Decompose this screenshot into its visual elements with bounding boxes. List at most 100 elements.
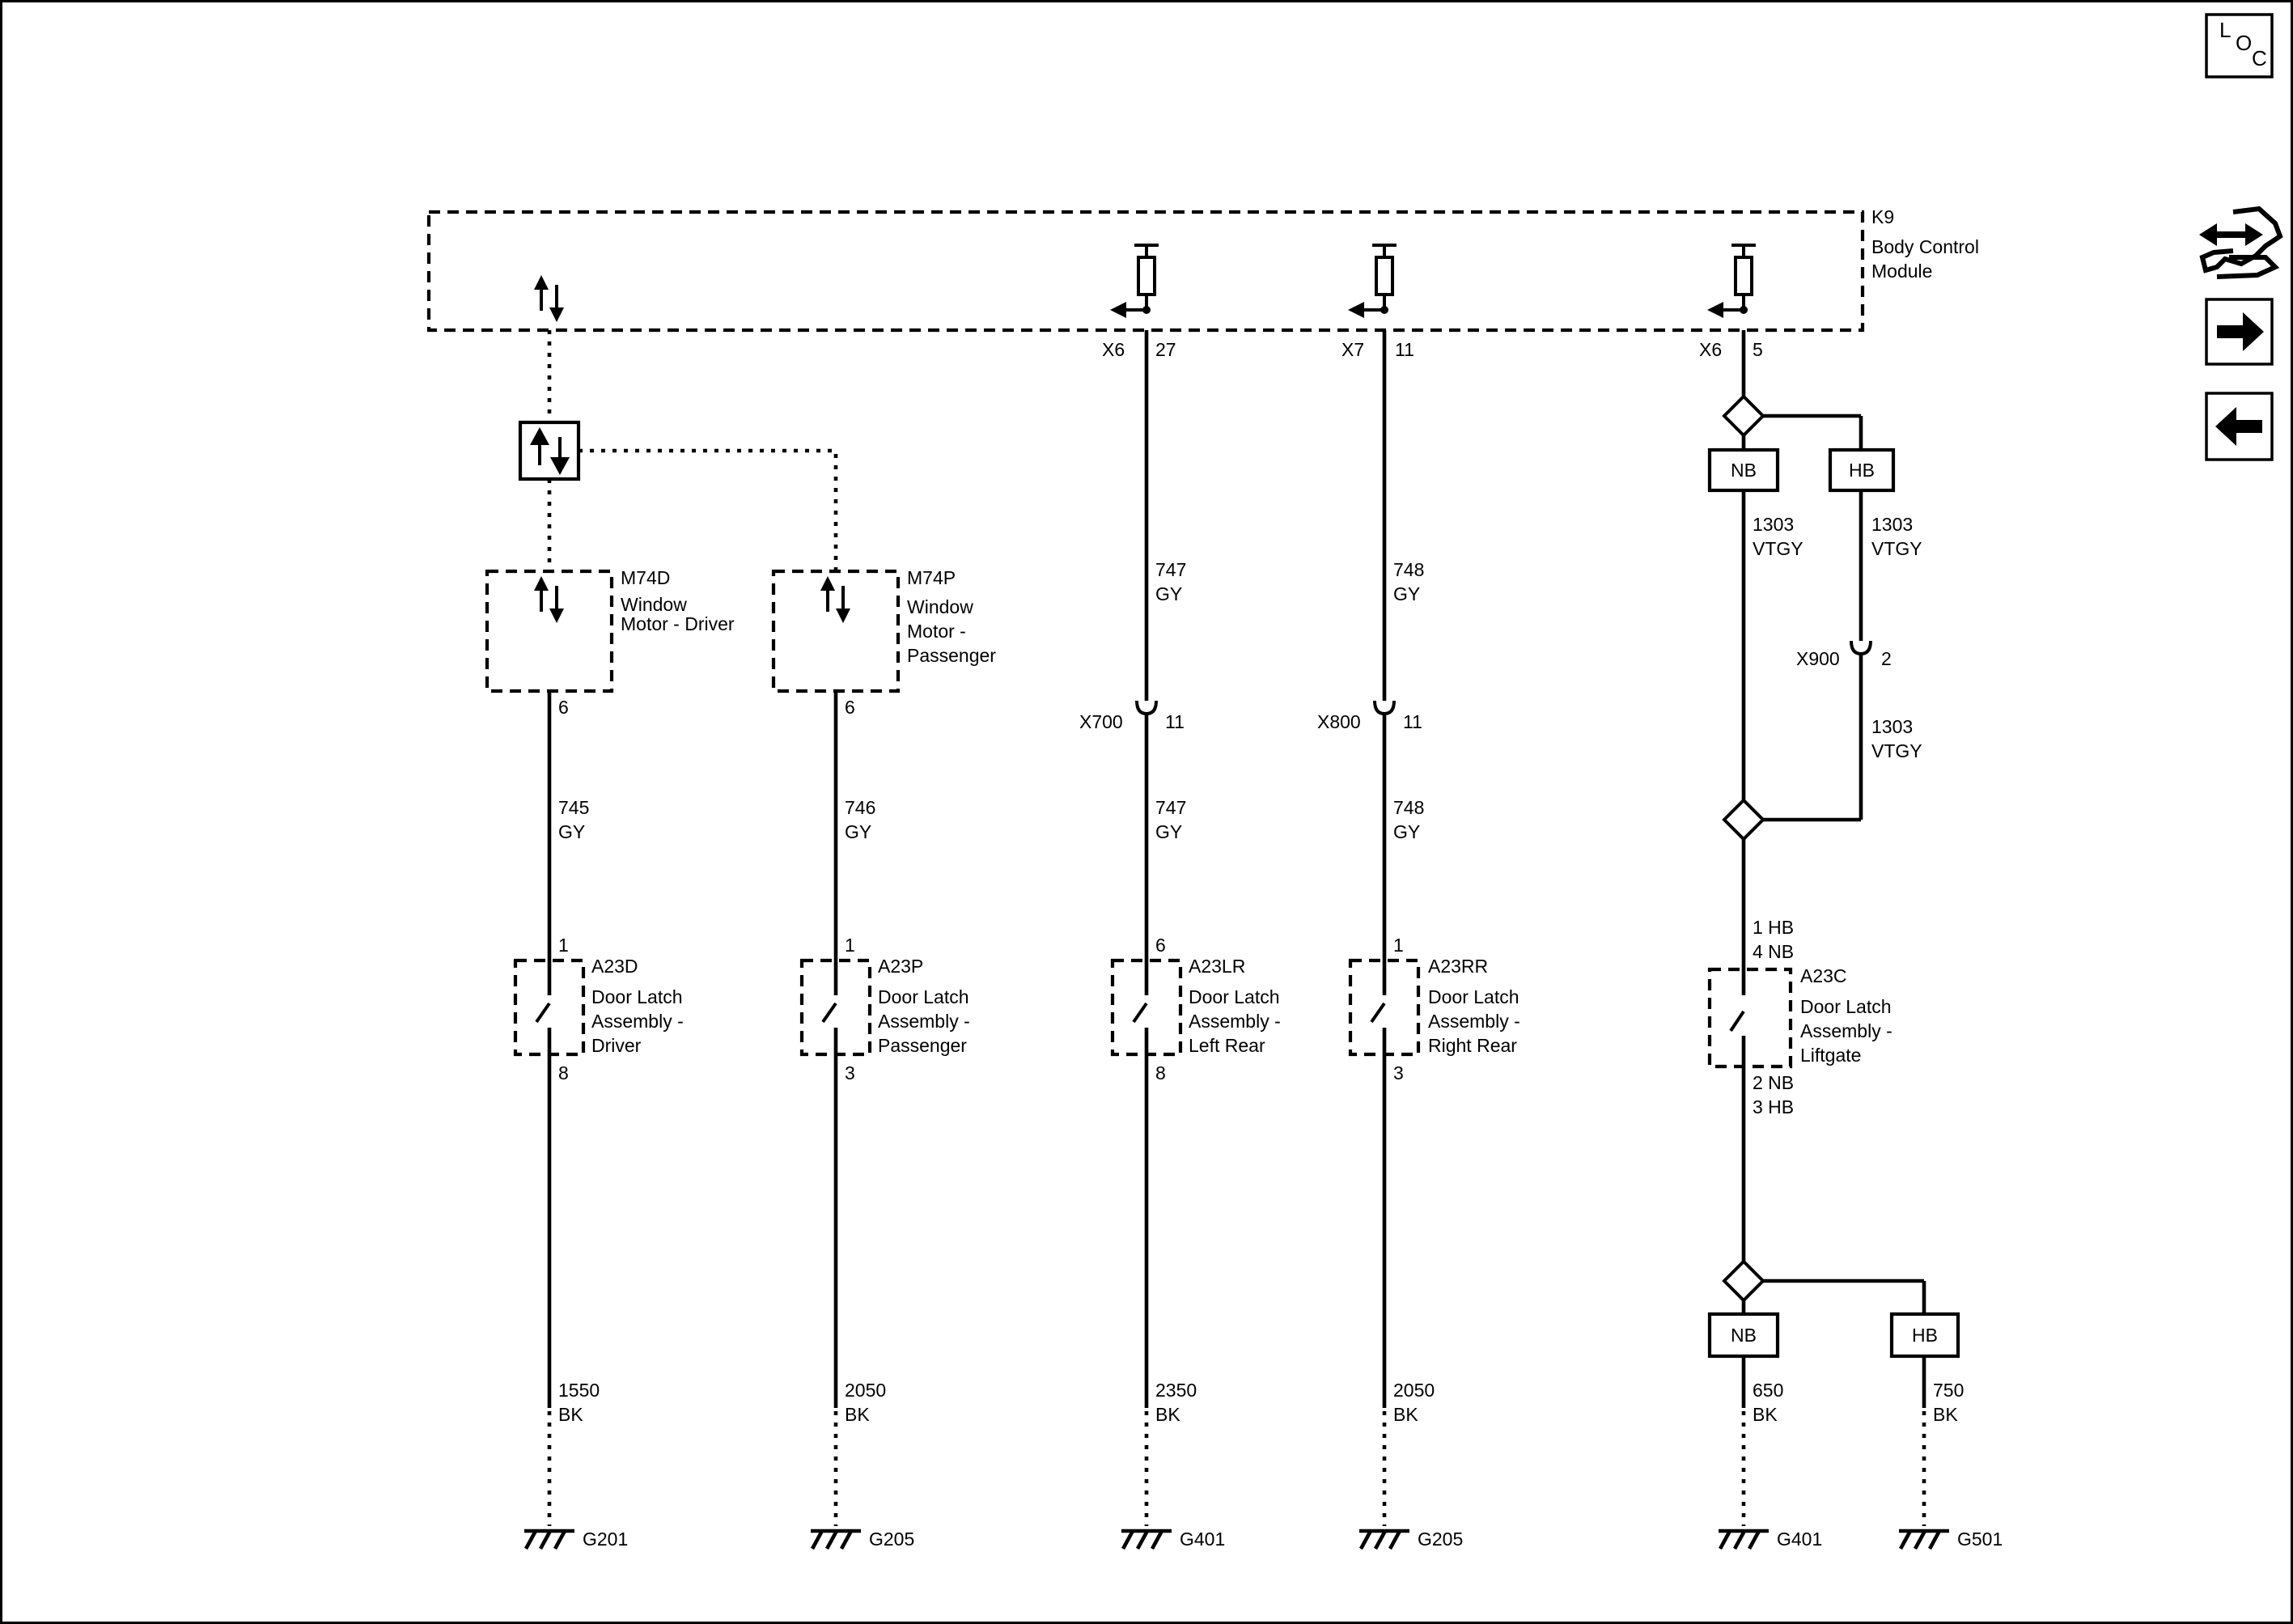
svg-text:2050: 2050 [1393, 1380, 1435, 1401]
svg-text:748: 748 [1393, 559, 1424, 580]
svg-text:Assembly -: Assembly - [1189, 1011, 1281, 1032]
svg-text:1 HB: 1 HB [1753, 917, 1794, 938]
svg-text:6: 6 [558, 697, 569, 718]
svg-text:1: 1 [845, 935, 855, 956]
bcm-pin-27: 27 [1155, 339, 1176, 360]
option-nb-badge [1707, 447, 1780, 493]
svg-text:Window: Window [907, 596, 973, 617]
svg-text:3 HB: 3 HB [1753, 1096, 1794, 1117]
svg-text:G401: G401 [1180, 1529, 1225, 1550]
svg-text:C: C [2252, 46, 2267, 70]
svg-text:Liftgate: Liftgate [1800, 1045, 1861, 1066]
ground-icon [1898, 1529, 1949, 1550]
option-splice-diamond-middle [1722, 798, 1765, 842]
bcm-connector-x6-a: X6 [1102, 339, 1125, 360]
body-control-module: K9 Body Control Module [426, 206, 1979, 333]
svg-text:BK: BK [1933, 1404, 1958, 1425]
ground-icon [1718, 1529, 1769, 1550]
next-page-button[interactable] [2205, 298, 2274, 366]
inline-connector-icon [1135, 700, 1158, 716]
svg-text:8: 8 [558, 1062, 569, 1083]
svg-text:GY: GY [1393, 583, 1420, 604]
svg-text:11: 11 [1403, 711, 1422, 732]
svg-text:K9: K9 [1871, 206, 1894, 227]
svg-text:A23LR: A23LR [1189, 956, 1245, 977]
bcm-connector-x6-b: X6 [1699, 339, 1722, 360]
svg-text:Passenger: Passenger [907, 645, 996, 666]
svg-text:Door Latch: Door Latch [1800, 996, 1892, 1017]
svg-text:Passenger: Passenger [878, 1035, 967, 1056]
option-splice-diamond-top [1722, 394, 1765, 438]
option-splice-diamond-bottom [1722, 1259, 1765, 1303]
inline-connector-icon [1373, 700, 1396, 716]
svg-text:Door Latch: Door Latch [1189, 986, 1280, 1007]
svg-text:Assembly -: Assembly - [1800, 1020, 1892, 1041]
svg-text:11: 11 [1165, 711, 1185, 732]
svg-text:Driver: Driver [591, 1035, 642, 1056]
svg-text:A23C: A23C [1800, 965, 1847, 986]
svg-text:3: 3 [1393, 1062, 1404, 1083]
svg-text:6: 6 [1155, 935, 1166, 956]
svg-text:Window: Window [621, 594, 687, 615]
svg-text:L: L [2219, 18, 2231, 42]
svg-text:GY: GY [1155, 583, 1182, 604]
svg-text:750: 750 [1933, 1380, 1964, 1401]
svg-text:1303: 1303 [1753, 514, 1794, 535]
ground-icon [1121, 1529, 1172, 1550]
svg-text:745: 745 [558, 797, 589, 818]
svg-text:Door Latch: Door Latch [591, 986, 683, 1007]
svg-text:747: 747 [1155, 559, 1186, 580]
svg-text:2050: 2050 [845, 1380, 886, 1401]
svg-text:748: 748 [1393, 797, 1424, 818]
svg-text:1303: 1303 [1871, 716, 1913, 737]
svg-text:BK: BK [1393, 1404, 1418, 1425]
svg-text:8: 8 [1155, 1062, 1166, 1083]
harness-connector-icon[interactable] [2199, 206, 2283, 279]
svg-text:4 NB: 4 NB [1753, 941, 1794, 962]
svg-text:1303: 1303 [1871, 514, 1913, 535]
svg-text:Assembly -: Assembly - [878, 1011, 970, 1032]
arrow-right-icon [2217, 312, 2264, 351]
svg-text:BK: BK [1155, 1404, 1180, 1425]
passenger-circuit: 6 746 GY 1 A23P Door Latch Assembly - Pa… [799, 691, 970, 1550]
svg-text:2350: 2350 [1155, 1380, 1197, 1401]
svg-text:G501: G501 [1957, 1529, 2003, 1550]
bcm-pin-5: 5 [1753, 339, 1763, 360]
svg-text:BK: BK [845, 1404, 870, 1425]
svg-text:G401: G401 [1777, 1529, 1822, 1550]
svg-text:747: 747 [1155, 797, 1186, 818]
svg-text:HB: HB [1849, 460, 1875, 481]
svg-text:VTGY: VTGY [1871, 538, 1922, 559]
svg-text:VTGY: VTGY [1871, 740, 1922, 761]
serial-data-line-passenger [579, 448, 838, 570]
location-button[interactable]: L O C [2205, 13, 2274, 78]
svg-text:X800: X800 [1317, 711, 1361, 732]
svg-text:VTGY: VTGY [1753, 538, 1803, 559]
svg-text:2 NB: 2 NB [1753, 1072, 1794, 1093]
svg-text:Body Control: Body Control [1871, 236, 1979, 257]
svg-text:GY: GY [1155, 821, 1182, 842]
svg-text:1550: 1550 [558, 1380, 600, 1401]
svg-text:Assembly -: Assembly - [1428, 1011, 1520, 1032]
left-rear-circuit: 747 GY X700 11 747 GY 6 A23LR Door Latch… [1079, 330, 1281, 1550]
window-motor-passenger: M74P Window Motor - Passenger [771, 567, 996, 693]
bcm-connector-x7: X7 [1341, 339, 1364, 360]
svg-text:NB: NB [1731, 460, 1757, 481]
svg-text:3: 3 [845, 1062, 855, 1083]
svg-text:M74P: M74P [907, 567, 956, 588]
svg-text:650: 650 [1753, 1380, 1783, 1401]
svg-text:X900: X900 [1796, 648, 1840, 669]
svg-text:BK: BK [1753, 1404, 1778, 1425]
svg-text:GY: GY [1393, 821, 1420, 842]
svg-text:Module: Module [1871, 261, 1932, 282]
svg-text:G201: G201 [583, 1529, 628, 1550]
previous-page-button[interactable] [2205, 392, 2274, 461]
ground-icon [810, 1529, 861, 1550]
svg-text:A23P: A23P [878, 956, 923, 977]
ground-icon [523, 1529, 574, 1550]
svg-text:NB: NB [1731, 1325, 1757, 1346]
svg-text:GY: GY [845, 821, 871, 842]
driver-circuit: 6 745 GY 1 A23D Door Latch Assembly - Dr… [513, 691, 684, 1550]
svg-text:Right Rear: Right Rear [1428, 1035, 1517, 1056]
